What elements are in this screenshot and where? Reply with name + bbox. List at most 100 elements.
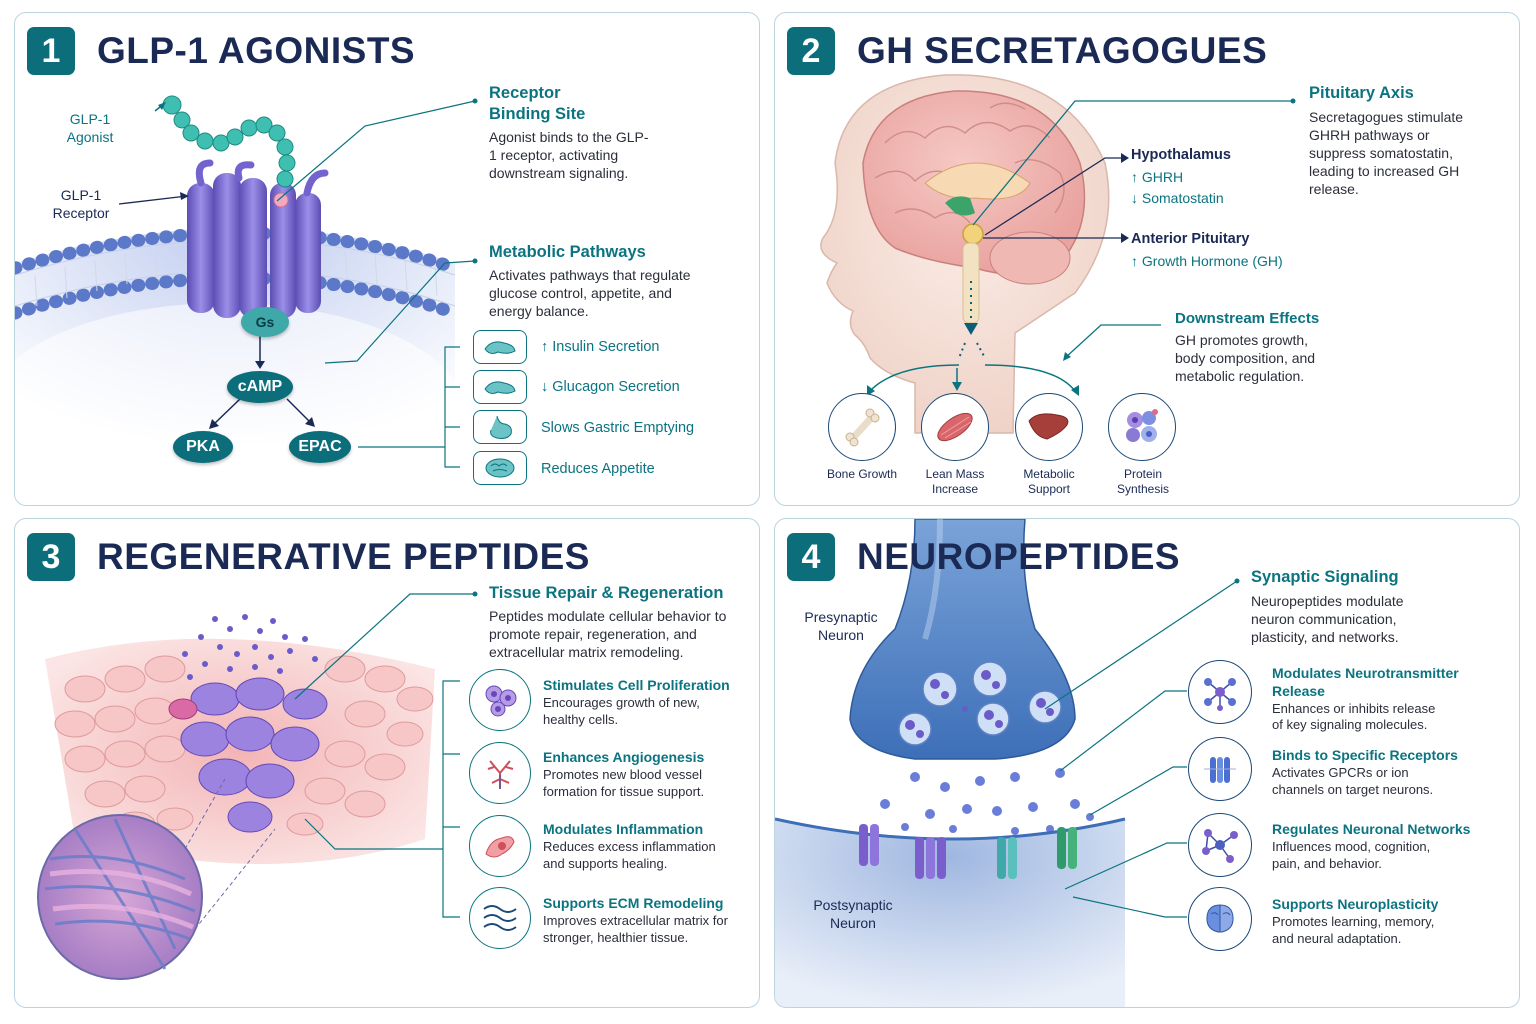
tissue-repair-illustration xyxy=(37,591,478,980)
benefit-inflammation-heading: Modulates Inflammation xyxy=(543,821,704,837)
synaptic-text: Neuropeptides modulate neuron communicat… xyxy=(1251,593,1404,645)
benefit-proliferation-text: Encourages growth of new, healthy cells. xyxy=(543,694,700,727)
panel-title: GH SECRETAGOGUES xyxy=(857,30,1268,71)
head-brain-illustration xyxy=(820,74,1296,434)
presynaptic-label: Presynaptic Neuron xyxy=(793,609,889,645)
wave-fibers-icon xyxy=(469,887,531,949)
panel-title: GLP-1 AGONISTS xyxy=(97,30,416,71)
benefit-ecm-heading: Supports ECM Remodeling xyxy=(543,895,724,911)
node-pka: PKA xyxy=(173,431,233,463)
outcome-lean-mass: Lean Mass Increase xyxy=(907,467,1003,498)
postsynaptic-label: Postsynaptic Neuron xyxy=(801,897,905,933)
metabolic-text: Activates pathways that regulate glucose… xyxy=(489,267,691,319)
ghrh-increase: ↑ GHRH xyxy=(1131,168,1184,185)
outcome-protein-line1: Protein xyxy=(1123,467,1163,481)
tissue-repair-callout: Tissue Repair & Regeneration Peptides mo… xyxy=(489,583,749,662)
binding-text: Agonist binds to the GLP-1 receptor, act… xyxy=(489,129,649,182)
function-neuroplasticity-heading: Supports Neuroplasticity xyxy=(1272,896,1439,912)
benefit-proliferation: Stimulates Cell Proliferation Encourages… xyxy=(543,677,753,728)
presynaptic-line1: Presynaptic xyxy=(804,609,878,625)
panel-gh-secretagogues: 2 GH SECRETAGOGUES Pituitary Axis Secret… xyxy=(774,12,1520,506)
node-camp: cAMP xyxy=(227,371,293,403)
benefit-proliferation-heading: Stimulates Cell Proliferation xyxy=(543,677,730,693)
function-receptors-text: Activates GPCRs or ion channels on targe… xyxy=(1272,764,1434,797)
downstream-callout: Downstream Effects GH promotes growth, b… xyxy=(1175,309,1375,386)
repair-heading: Tissue Repair & Regeneration xyxy=(489,584,724,602)
hypothalamus-heading: Hypothalamus xyxy=(1131,147,1231,163)
network-icon xyxy=(1188,813,1252,877)
blood-vessel-icon xyxy=(469,742,531,804)
downstream-text: GH promotes growth, body composition, an… xyxy=(1175,332,1316,384)
effect-appetite: Reduces Appetite xyxy=(541,461,655,477)
metabolic-callout: Metabolic Pathways Activates pathways th… xyxy=(489,242,709,321)
anterior-pituitary-callout: Anterior Pituitary ↑ Growth Hormone (GH) xyxy=(1131,230,1283,270)
panel-title: NEUROPEPTIDES xyxy=(857,536,1181,577)
function-receptors-heading: Binds to Specific Receptors xyxy=(1272,747,1458,763)
benefit-angiogenesis-text: Promotes new blood vessel formation for … xyxy=(543,766,705,799)
somatostatin-decrease: ↓ Somatostatin xyxy=(1131,190,1224,207)
brain-icon xyxy=(473,451,527,485)
benefit-angiogenesis: Enhances Angiogenesis Promotes new blood… xyxy=(543,749,753,800)
outcome-bone: Bone Growth xyxy=(815,467,909,482)
function-neurotransmitter-heading: Modulates Neurotransmitter Release xyxy=(1272,665,1459,699)
function-neurotransmitter: Modulates Neurotransmitter Release Enhan… xyxy=(1272,665,1502,734)
function-neuroplasticity-text: Promotes learning, memory, and neural ad… xyxy=(1272,913,1435,946)
pancreas-icon xyxy=(473,370,527,404)
repair-text: Peptides modulate cellular behavior to p… xyxy=(489,608,727,660)
binding-heading-line1: Receptor xyxy=(489,84,561,102)
synaptic-signaling-callout: Synaptic Signaling Neuropeptides modulat… xyxy=(1251,567,1471,647)
outcome-protein: Protein Synthesis xyxy=(1095,467,1191,498)
bone-icon xyxy=(828,393,896,461)
function-networks-text: Influences mood, cognition, pain, and be… xyxy=(1272,838,1431,871)
receptor-label-line2: Receptor xyxy=(52,204,110,221)
benefit-ecm-text: Improves extracellular matrix for strong… xyxy=(543,912,728,945)
benefit-ecm: Supports ECM Remodeling Improves extrace… xyxy=(543,895,753,946)
anterior-pituitary-heading: Anterior Pituitary xyxy=(1131,231,1250,247)
molecule-icon xyxy=(1188,660,1252,724)
postsynaptic-line2: Neuron xyxy=(830,914,876,931)
binding-site-callout: Receptor Binding Site Agonist binds to t… xyxy=(489,83,739,183)
effect-glucagon: ↓ Glucagon Secretion xyxy=(541,379,680,395)
function-receptors: Binds to Specific Receptors Activates GP… xyxy=(1272,747,1502,798)
panel-number-badge: 4 xyxy=(787,533,835,581)
panel-glp1-agonists: 1 GLP-1 AGONISTS GLP-1 Agonist GLP-1 Rec… xyxy=(14,12,760,506)
glp1-receptor-illustration xyxy=(15,95,478,505)
binding-heading-line2: Binding Site xyxy=(489,105,586,124)
metabolic-heading: Metabolic Pathways xyxy=(489,243,646,261)
agonist-label: GLP-1 Agonist xyxy=(55,111,125,147)
cells-icon xyxy=(1108,393,1176,461)
pituitary-axis-callout: Pituitary Axis Secretagogues stimulate G… xyxy=(1309,83,1509,199)
panel-number-badge: 3 xyxy=(27,533,75,581)
muscle-icon xyxy=(921,393,989,461)
function-neurotransmitter-text: Enhances or inhibits release of key sign… xyxy=(1272,700,1436,733)
panel-number-badge: 2 xyxy=(787,27,835,75)
outcome-lean-mass-line2: Increase xyxy=(931,482,979,497)
presynaptic-line2: Neuron xyxy=(818,626,864,643)
synapse-illustration xyxy=(775,519,1240,1007)
benefit-angiogenesis-heading: Enhances Angiogenesis xyxy=(543,749,705,765)
outcome-metabolic: Metabolic Support xyxy=(1001,467,1097,498)
gh-increase: ↑ Growth Hormone (GH) xyxy=(1131,252,1283,269)
agonist-label-line2: Agonist xyxy=(66,128,114,145)
downstream-heading: Downstream Effects xyxy=(1175,310,1320,327)
panel-number-badge: 1 xyxy=(27,27,75,75)
benefit-inflammation: Modulates Inflammation Reduces excess in… xyxy=(543,821,753,872)
synaptic-heading: Synaptic Signaling xyxy=(1251,568,1399,586)
cell-cluster-icon xyxy=(469,669,531,731)
hypothalamus-callout: Hypothalamus ↑ GHRH ↓ Somatostatin xyxy=(1131,146,1231,208)
benefit-inflammation-text: Reduces excess inflammation and supports… xyxy=(543,838,716,871)
panel-title: REGENERATIVE PEPTIDES xyxy=(97,536,590,577)
brain-icon xyxy=(1188,887,1252,951)
agonist-label-line1: GLP-1 xyxy=(69,111,111,127)
effect-insulin: ↑ Insulin Secretion xyxy=(541,339,660,355)
panel-regenerative-peptides: 3 REGENERATIVE PEPTIDES Tissue Repair & … xyxy=(14,518,760,1008)
outcome-metabolic-line2: Support xyxy=(1027,482,1071,497)
panel-neuropeptides: 4 NEUROPEPTIDES Presynaptic Neuron Posts… xyxy=(774,518,1520,1008)
pancreas-icon xyxy=(473,330,527,364)
function-networks: Regulates Neuronal Networks Influences m… xyxy=(1272,821,1502,872)
liver-icon xyxy=(1015,393,1083,461)
receptor-label-line1: GLP-1 xyxy=(60,187,102,203)
postsynaptic-line1: Postsynaptic xyxy=(813,897,893,913)
outcome-metabolic-line1: Metabolic xyxy=(1023,467,1075,481)
node-gs: Gs xyxy=(241,307,289,337)
